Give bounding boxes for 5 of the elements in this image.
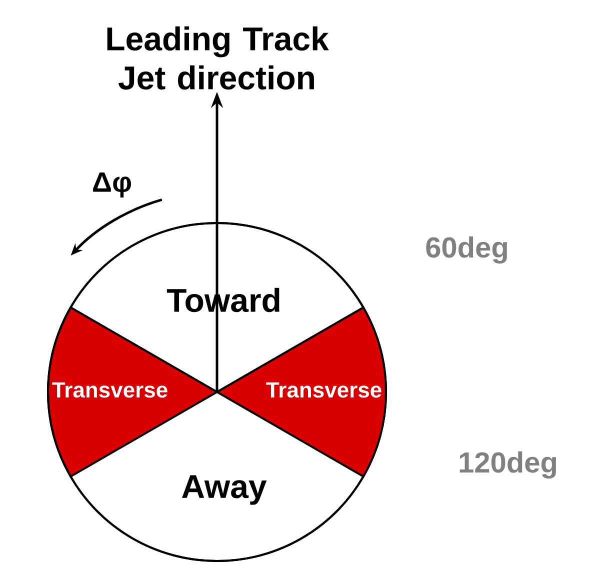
angle-label: 60deg: [426, 236, 507, 264]
delta-phi-label: Δφ: [93, 172, 131, 198]
heading-text: Leading Track Jet direction: [107, 26, 329, 90]
node-label: Away: [182, 475, 267, 505]
angle-label: 120deg: [460, 451, 556, 479]
